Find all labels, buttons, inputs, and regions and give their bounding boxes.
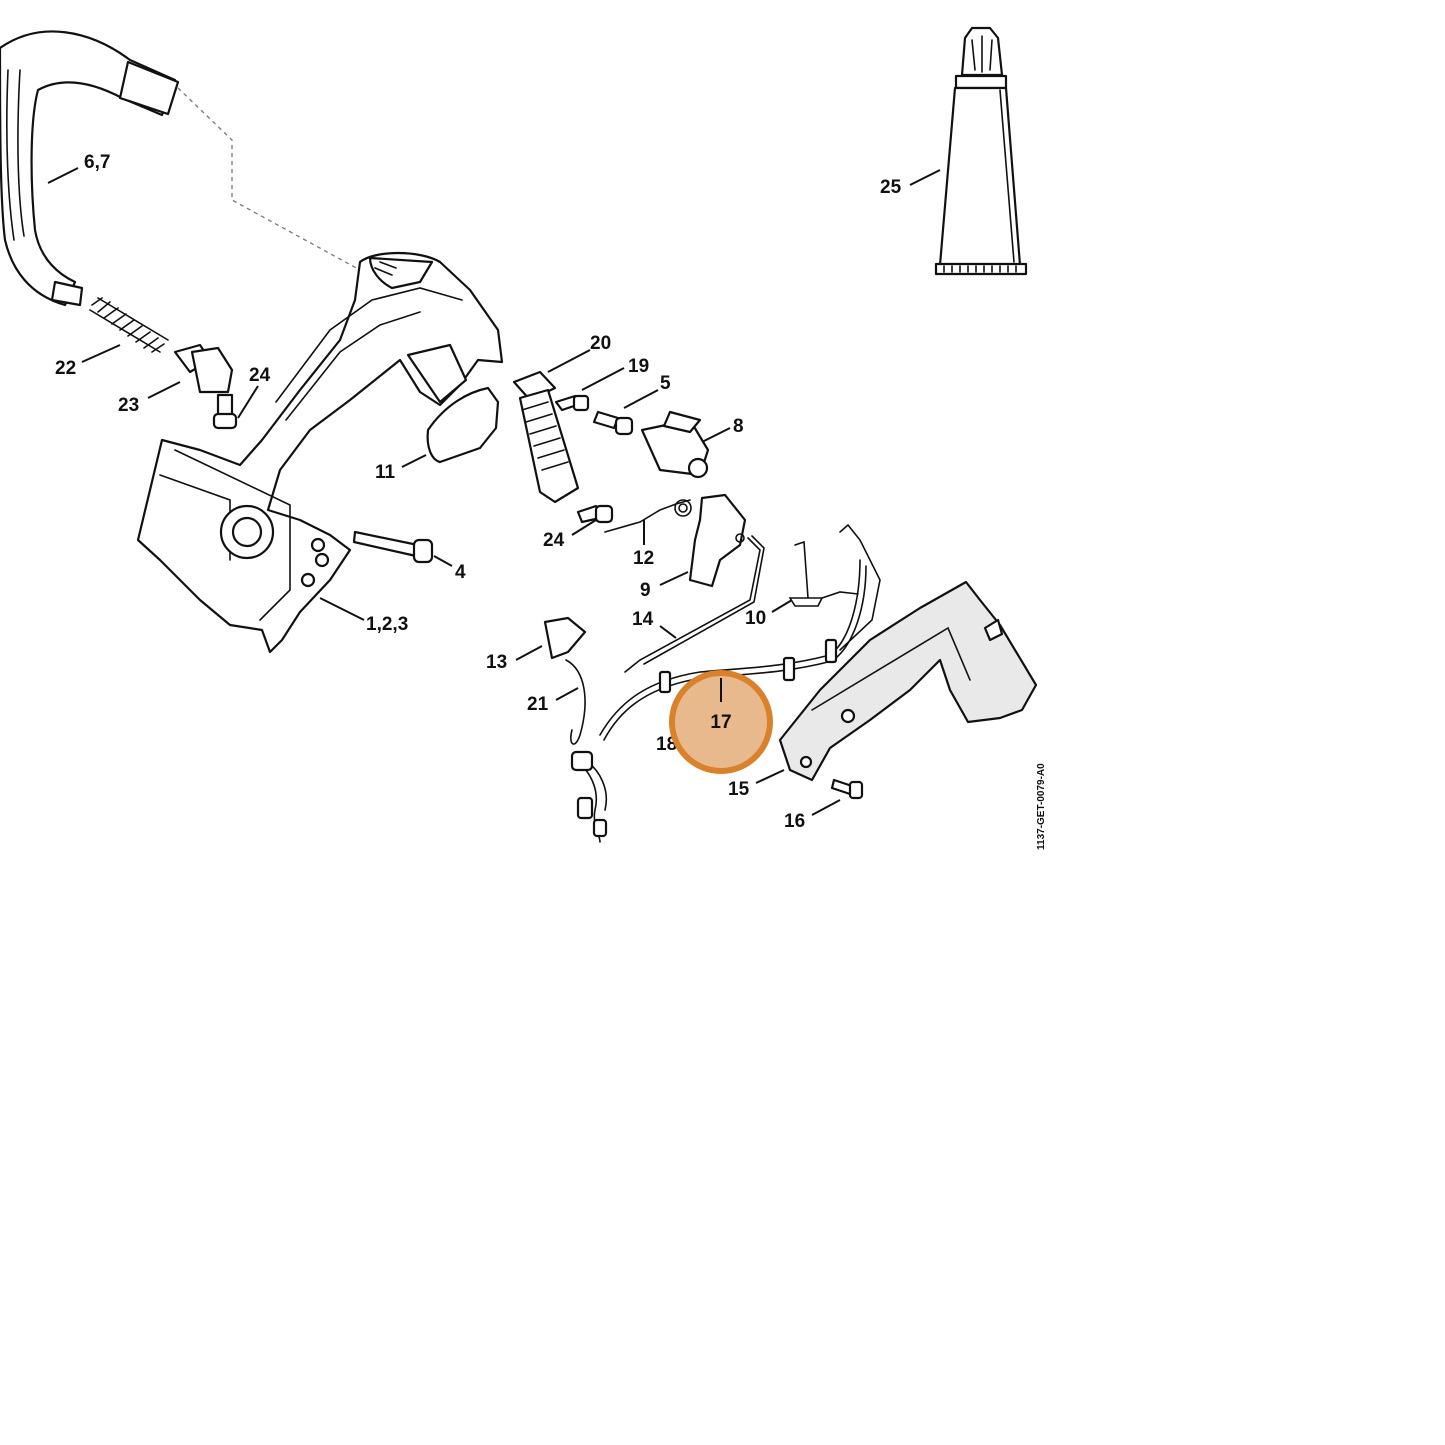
leader-5 [623,389,659,409]
leader-24-a [237,385,259,419]
label-6-7: 6,7 [84,152,110,173]
throttle-trigger-part[interactable] [426,386,500,464]
leader-11 [401,454,427,468]
leader-19 [581,367,625,391]
leader-14 [659,625,677,639]
label-15: 15 [728,779,750,800]
interlock-lever-part[interactable] [688,493,747,588]
screw-part-b[interactable] [576,504,614,524]
leader-15 [755,769,785,784]
clip-part[interactable] [543,616,587,660]
leader-9 [659,571,689,586]
throttle-rod-part[interactable] [624,535,765,673]
label-10: 10 [745,608,766,629]
handle-cover-part[interactable] [778,580,1038,782]
buffer-part[interactable] [173,343,234,394]
wiring-harness-part[interactable] [565,523,881,843]
label-12: 12 [633,548,654,569]
torsion-spring-part[interactable] [604,499,692,533]
leader-24-b [571,519,597,536]
label-13: 13 [486,652,507,673]
screw-part-19[interactable] [554,394,590,412]
label-9: 9 [640,580,651,601]
label-4: 4 [455,562,466,583]
label-11: 11 [375,462,396,483]
label-14: 14 [632,609,654,630]
label-1-2-3: 1,2,3 [366,614,408,635]
label-16: 16 [784,811,805,832]
label-22: 22 [55,358,76,379]
leader-6-7 [47,167,79,184]
leader-23 [147,381,181,399]
contact-spring-part[interactable] [788,540,824,607]
label-24-a: 24 [249,365,271,386]
handlebar-part[interactable] [0,30,180,307]
label-25: 25 [880,177,902,198]
label-20: 20 [590,333,611,354]
leader-21 [555,687,579,701]
alignment-guide [177,87,361,271]
screw-part-a[interactable] [212,393,238,430]
label-19: 19 [628,356,649,377]
label-17: 17 [710,712,731,733]
grip-part[interactable] [512,370,580,504]
switch-shaft-part[interactable] [640,410,710,479]
screw-part-16[interactable] [830,778,864,800]
leader-16 [811,799,841,816]
label-8: 8 [733,416,744,437]
label-21: 21 [527,694,549,715]
leader-20 [547,349,591,373]
label-5: 5 [660,373,671,394]
spring-part[interactable] [89,297,169,353]
grease-tube-part[interactable] [934,26,1028,276]
leader-22 [81,344,121,363]
pin-part[interactable] [352,530,434,564]
label-18: 18 [656,734,677,755]
leader-10 [771,599,793,613]
label-24-b: 24 [543,530,565,551]
leader-4 [433,555,453,567]
label-23: 23 [118,395,139,416]
leader-1-2-3 [319,597,365,621]
drawing-code: 1137-GET-0079-A0 [1036,763,1047,850]
leader-8 [701,427,731,443]
rear-handle-housing-part[interactable] [136,251,504,654]
highlight-callout-17[interactable]: 17 [669,670,773,774]
screw-part-5[interactable] [592,410,634,436]
leader-13 [515,645,543,661]
leader-25 [909,169,941,186]
